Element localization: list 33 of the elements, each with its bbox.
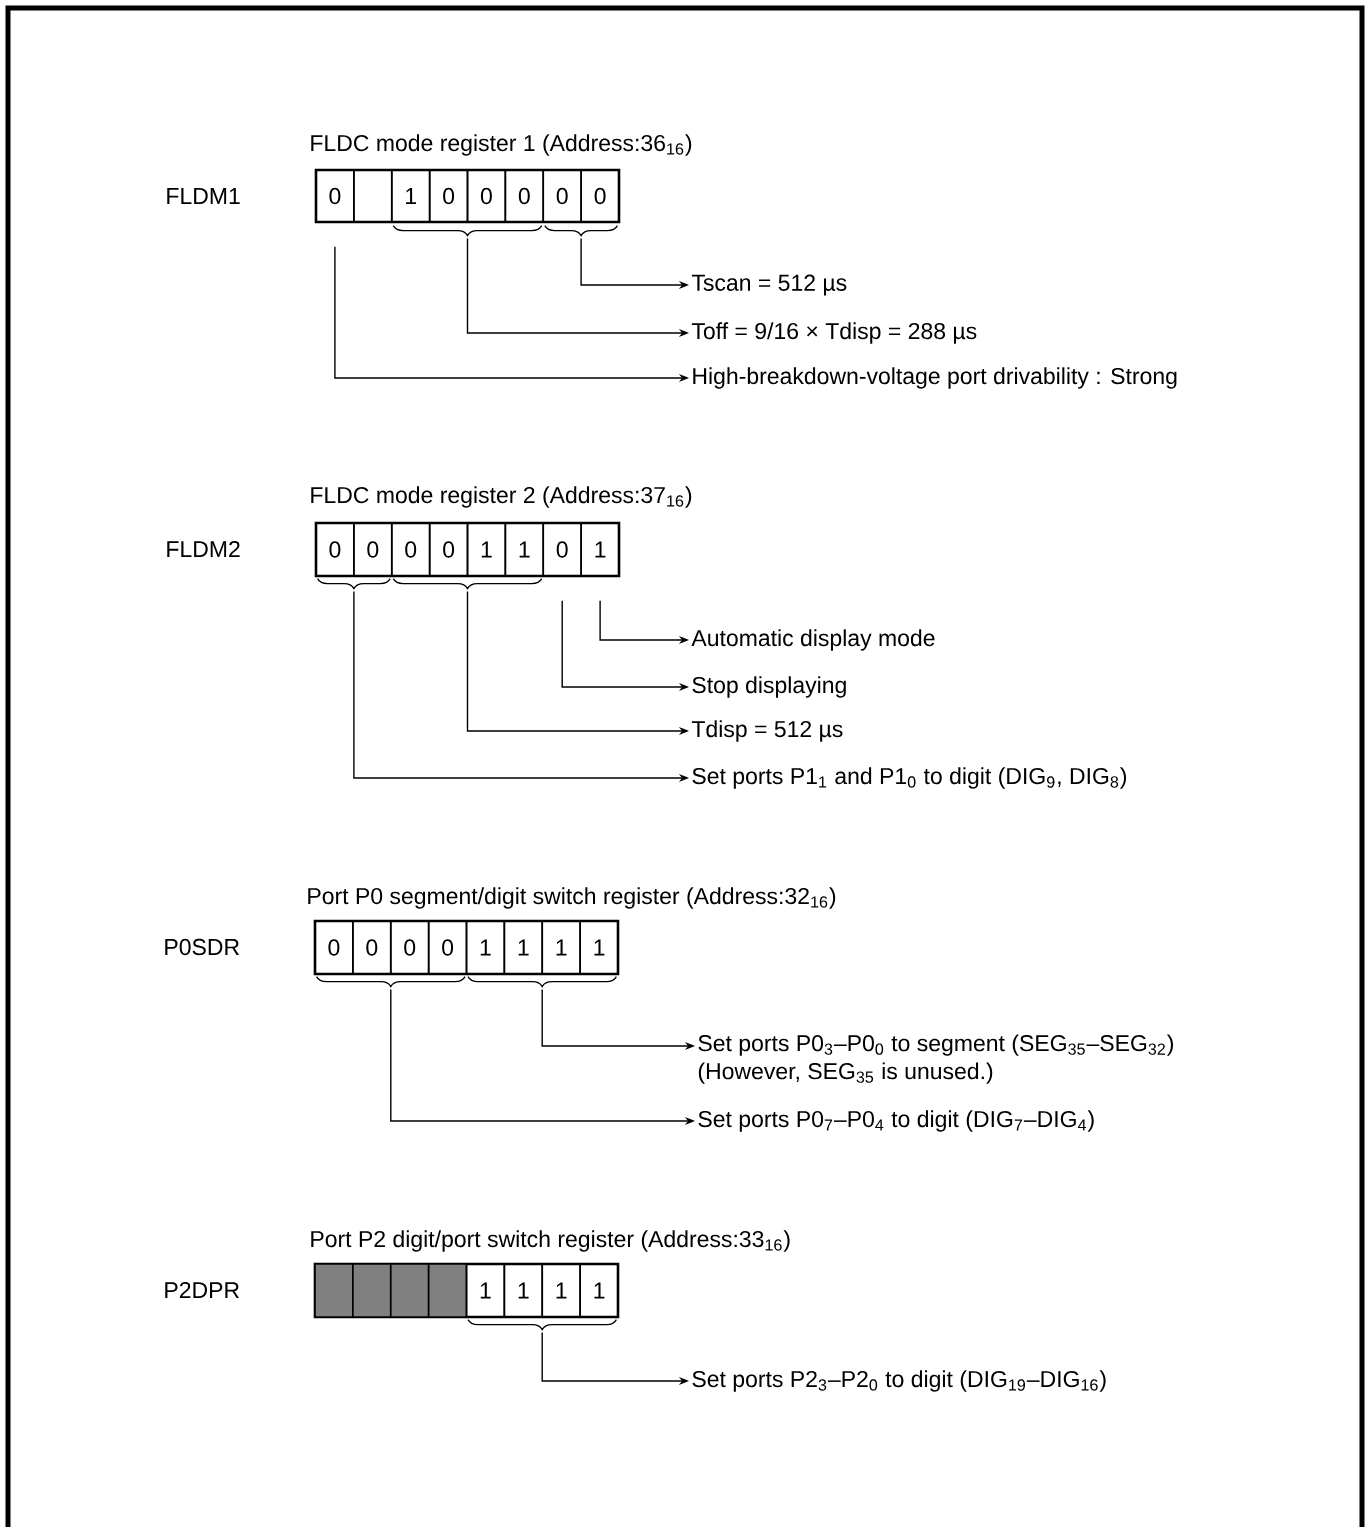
bit-cell: 1 xyxy=(579,1263,619,1318)
register-name: P0SDR xyxy=(165,938,239,956)
register-name: FLDM1 xyxy=(167,188,240,204)
register-title: Port P0 segment/digit switch register (Address:32$_{16}$) xyxy=(308,887,836,909)
brace xyxy=(316,976,466,988)
bit-cell xyxy=(427,1263,468,1318)
description-text: Tscan = 512 µs xyxy=(691,274,847,296)
brace xyxy=(467,976,617,988)
register-title: FLDC mode register 1 (Address:36$_{16}$) xyxy=(311,134,692,156)
brace xyxy=(544,225,618,237)
brace xyxy=(392,578,543,590)
description-text: Toff = 9/16 × Tdisp = 288 µs xyxy=(691,322,977,344)
register-title: Port P2 digit/port switch register (Address:33$_{16}$) xyxy=(311,1230,790,1252)
brace xyxy=(317,578,391,590)
brace xyxy=(467,1319,617,1331)
bit-cell: 1 xyxy=(541,1263,581,1318)
register-title: FLDC mode register 2 (Address:37$_{16}$) xyxy=(311,486,692,508)
bit-cell xyxy=(314,1263,354,1318)
register-name: FLDM2 xyxy=(167,541,240,558)
description-text: Automatic display mode xyxy=(691,629,935,651)
description-text: Set ports P1$_{1}$ and P1$_{0}$ to digit (DIG$_{9}$, DIG$_{8}$) xyxy=(692,767,1127,789)
bit-cell xyxy=(352,1263,392,1318)
description-text: Stop displaying xyxy=(692,676,846,698)
description-text: Set ports P2$_{3}$–P2$_{0}$ to digit (DIG$_{19}$–DIG$_{16}$) xyxy=(692,1370,1106,1392)
description-text: Set ports P0$_{3}$–P0$_{0}$ to segment (SEG$_{35}$–SEG$_{32}$) (However, SEG$_{35}$ is unused.) xyxy=(698,1034,1173,1084)
bit-cell: 1 xyxy=(465,1263,506,1318)
description-text: Tdisp = 512 µs xyxy=(691,720,843,742)
bit-cell: 1 xyxy=(503,1263,543,1318)
description-text: Set ports P0$_{7}$–P0$_{4}$ to digit (DIG$_{7}$–DIG$_{4}$) xyxy=(698,1110,1094,1132)
bit-cell xyxy=(390,1263,430,1318)
brace xyxy=(392,225,543,237)
register-name: P2DPR xyxy=(165,1282,239,1299)
description-text: High-breakdown-voltage port drivability : Strong xyxy=(693,367,1177,389)
